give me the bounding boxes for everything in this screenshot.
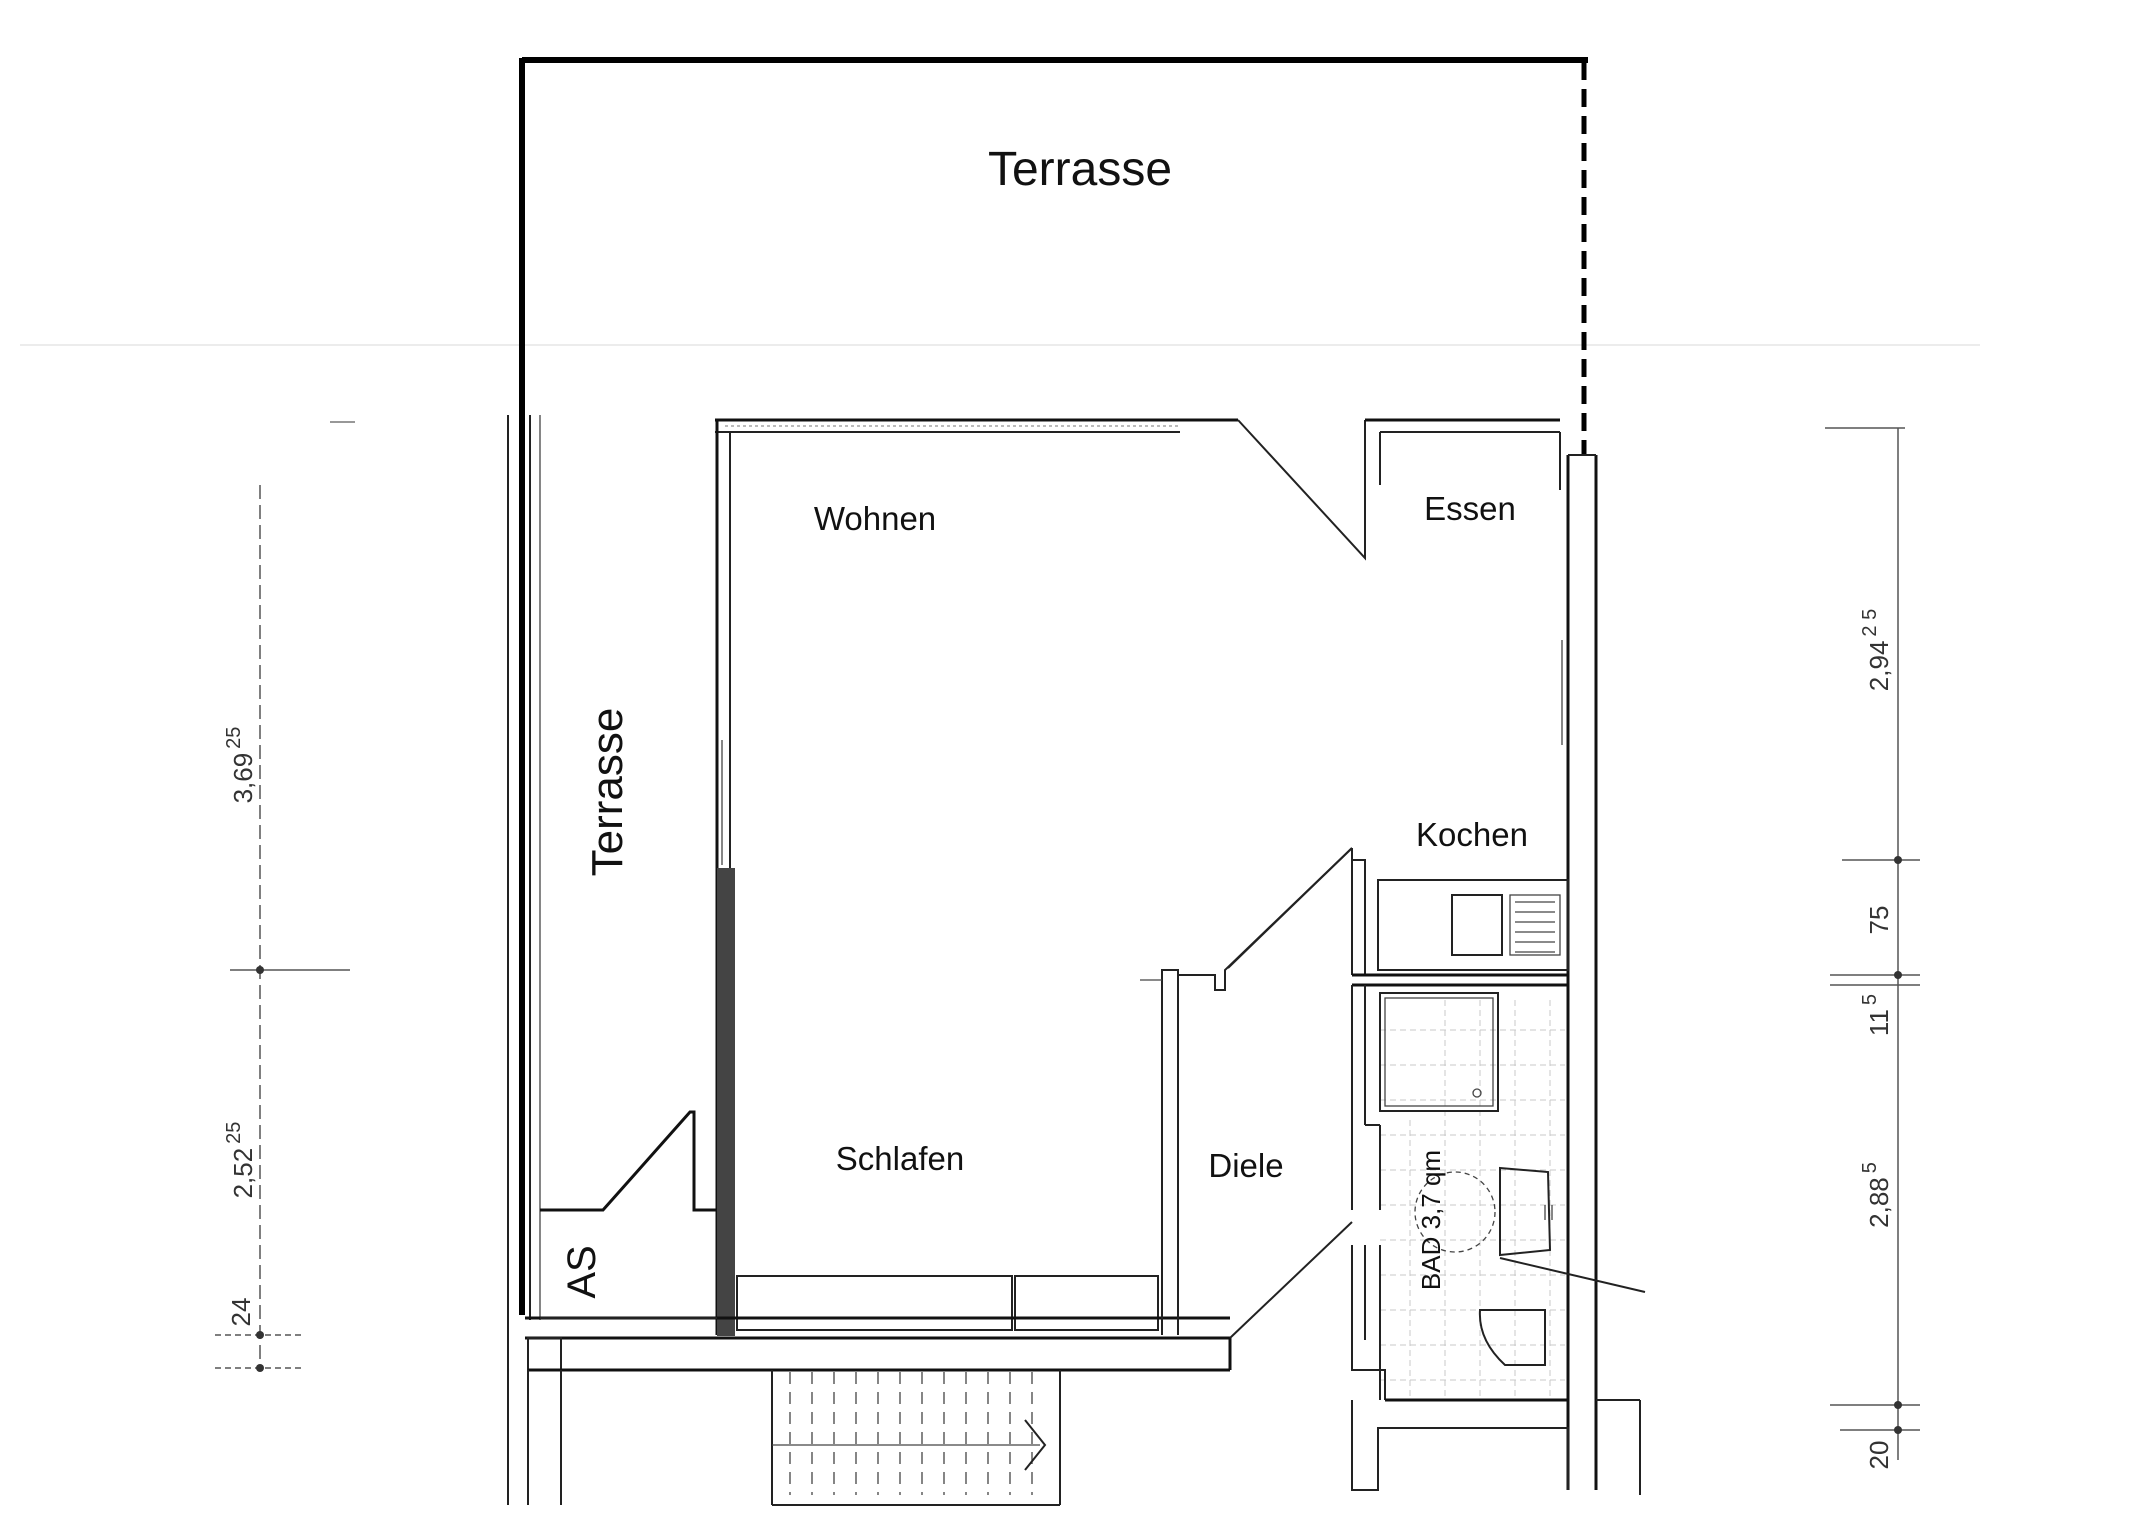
right-dimension-line	[1825, 427, 1920, 1460]
living-room-walls	[525, 418, 1366, 1505]
dimension-superscript: 5	[1859, 1162, 1881, 1173]
right-dimension-2: 75	[1864, 906, 1894, 935]
svg-text:2,5225: 2,52 25	[223, 1122, 258, 1199]
right-dimension-4: 2,88 5	[1859, 1162, 1894, 1228]
kochen-label: Kochen	[1416, 816, 1528, 853]
kitchen-dining-walls	[1351, 418, 1598, 1490]
dimension-superscript: 2 5	[1859, 609, 1881, 637]
wohnen-label: Wohnen	[814, 500, 936, 537]
storage-label: AS	[560, 1245, 604, 1298]
svg-text:2,942 5: 2,94 2 5	[1859, 609, 1894, 691]
left-exterior-walls	[507, 415, 541, 1505]
right-dimension-5: 20	[1864, 1441, 1894, 1470]
left-dimension-3: 24	[226, 1298, 256, 1327]
dimension-value: 2,52	[228, 1148, 258, 1199]
left-dimension-2: 2,52 25	[223, 1122, 258, 1199]
svg-text:115: 115	[1859, 994, 1894, 1036]
staircase	[771, 1370, 1061, 1506]
svg-text:3,6925: 3,69 25	[223, 727, 258, 804]
dimension-value: 2,94	[1864, 641, 1894, 692]
dimension-value: 2,88	[1864, 1177, 1894, 1228]
dimension-value: 24	[226, 1298, 256, 1327]
essen-label: Essen	[1424, 490, 1516, 527]
dimension-superscript: 5	[1859, 994, 1881, 1005]
bathroom-tile-grid	[1380, 1000, 1565, 1400]
diele-label: Diele	[1208, 1147, 1283, 1184]
left-dimension-line	[215, 421, 355, 1372]
dimension-value: 75	[1864, 906, 1894, 935]
right-dimension-1: 2,94 2 5	[1859, 609, 1894, 691]
right-dimension-3: 115	[1859, 994, 1894, 1036]
left-dimension-1: 3,69 25	[223, 727, 258, 804]
bathroom	[1351, 985, 1646, 1402]
storage-room-walls	[540, 1110, 717, 1319]
dimension-value: 11	[1864, 1009, 1894, 1036]
dimension-superscript: 25	[223, 727, 245, 749]
bathroom-label: BAD 3,7 qm	[1416, 1150, 1446, 1290]
hallway-walls	[1140, 847, 1353, 1339]
dimension-value: 3,69	[228, 753, 258, 804]
terrace-side-label: Terrasse	[583, 708, 632, 877]
bottom-right-walls	[1351, 1399, 1641, 1495]
schlafen-label: Schlafen	[836, 1140, 964, 1177]
kitchen-counter	[1377, 879, 1569, 971]
terrace-top-label: Terrasse	[988, 143, 1172, 196]
dimension-superscript: 25	[223, 1122, 245, 1144]
svg-text:2,885: 2,88 5	[1859, 1162, 1894, 1228]
dimension-value: 20	[1864, 1441, 1894, 1470]
terrace-boundary	[519, 57, 1588, 1315]
